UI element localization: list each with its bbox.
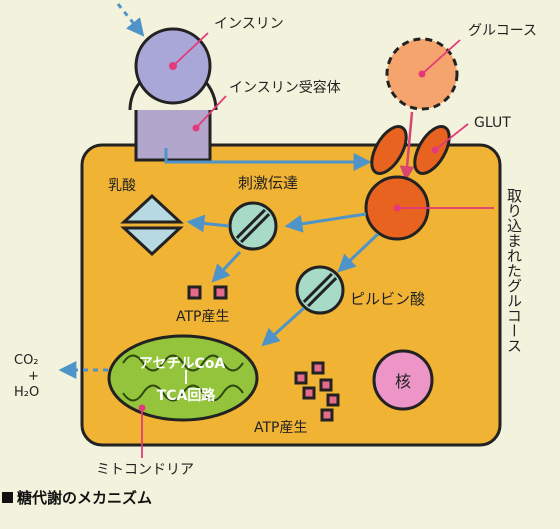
label-uptaken-glucose: 取り込まれたグルコース — [505, 188, 523, 353]
label-h2o: H₂O — [14, 385, 39, 400]
glucose-entry-arrow — [399, 111, 415, 181]
enzyme-1 — [228, 201, 278, 251]
label-plus: + — [28, 369, 39, 384]
label-atp-production-1: ATP産生 — [176, 309, 229, 325]
figure-caption: 糖代謝のメカニズム — [2, 486, 152, 508]
label-atp-production-2: ATP産生 — [254, 420, 307, 436]
label-insulin: インスリン — [214, 16, 284, 32]
label-acetyl-coa: アセチルCoA — [139, 356, 226, 372]
caption-bullet — [2, 491, 13, 503]
label-nucleus: 核 — [395, 372, 411, 391]
nucleus — [372, 349, 434, 411]
label-insulin-receptor: インスリン受容体 — [229, 79, 341, 96]
label-lactic-acid: 乳酸 — [108, 178, 136, 194]
label-co2: CO₂ — [14, 353, 39, 368]
mitochondria — [107, 334, 259, 422]
atp-squares-1 — [187, 285, 228, 300]
label-glut: GLUT — [474, 115, 511, 131]
label-pyruvic-acid: ピルビン酸 — [350, 290, 425, 308]
signal-transduction-arrow — [164, 148, 372, 171]
label-mitochondria: ミトコンドリア — [96, 462, 194, 478]
caption-text: 糖代謝のメカニズム — [17, 488, 153, 507]
label-tca-cycle: TCA回路 — [157, 387, 217, 404]
atp-squares-2 — [294, 361, 340, 422]
label-glucose: グルコース — [468, 23, 537, 39]
enzyme-2 — [295, 265, 345, 315]
lactic-acid-symbol — [120, 193, 184, 257]
label-signal-transduction: 刺激伝達 — [238, 174, 298, 192]
